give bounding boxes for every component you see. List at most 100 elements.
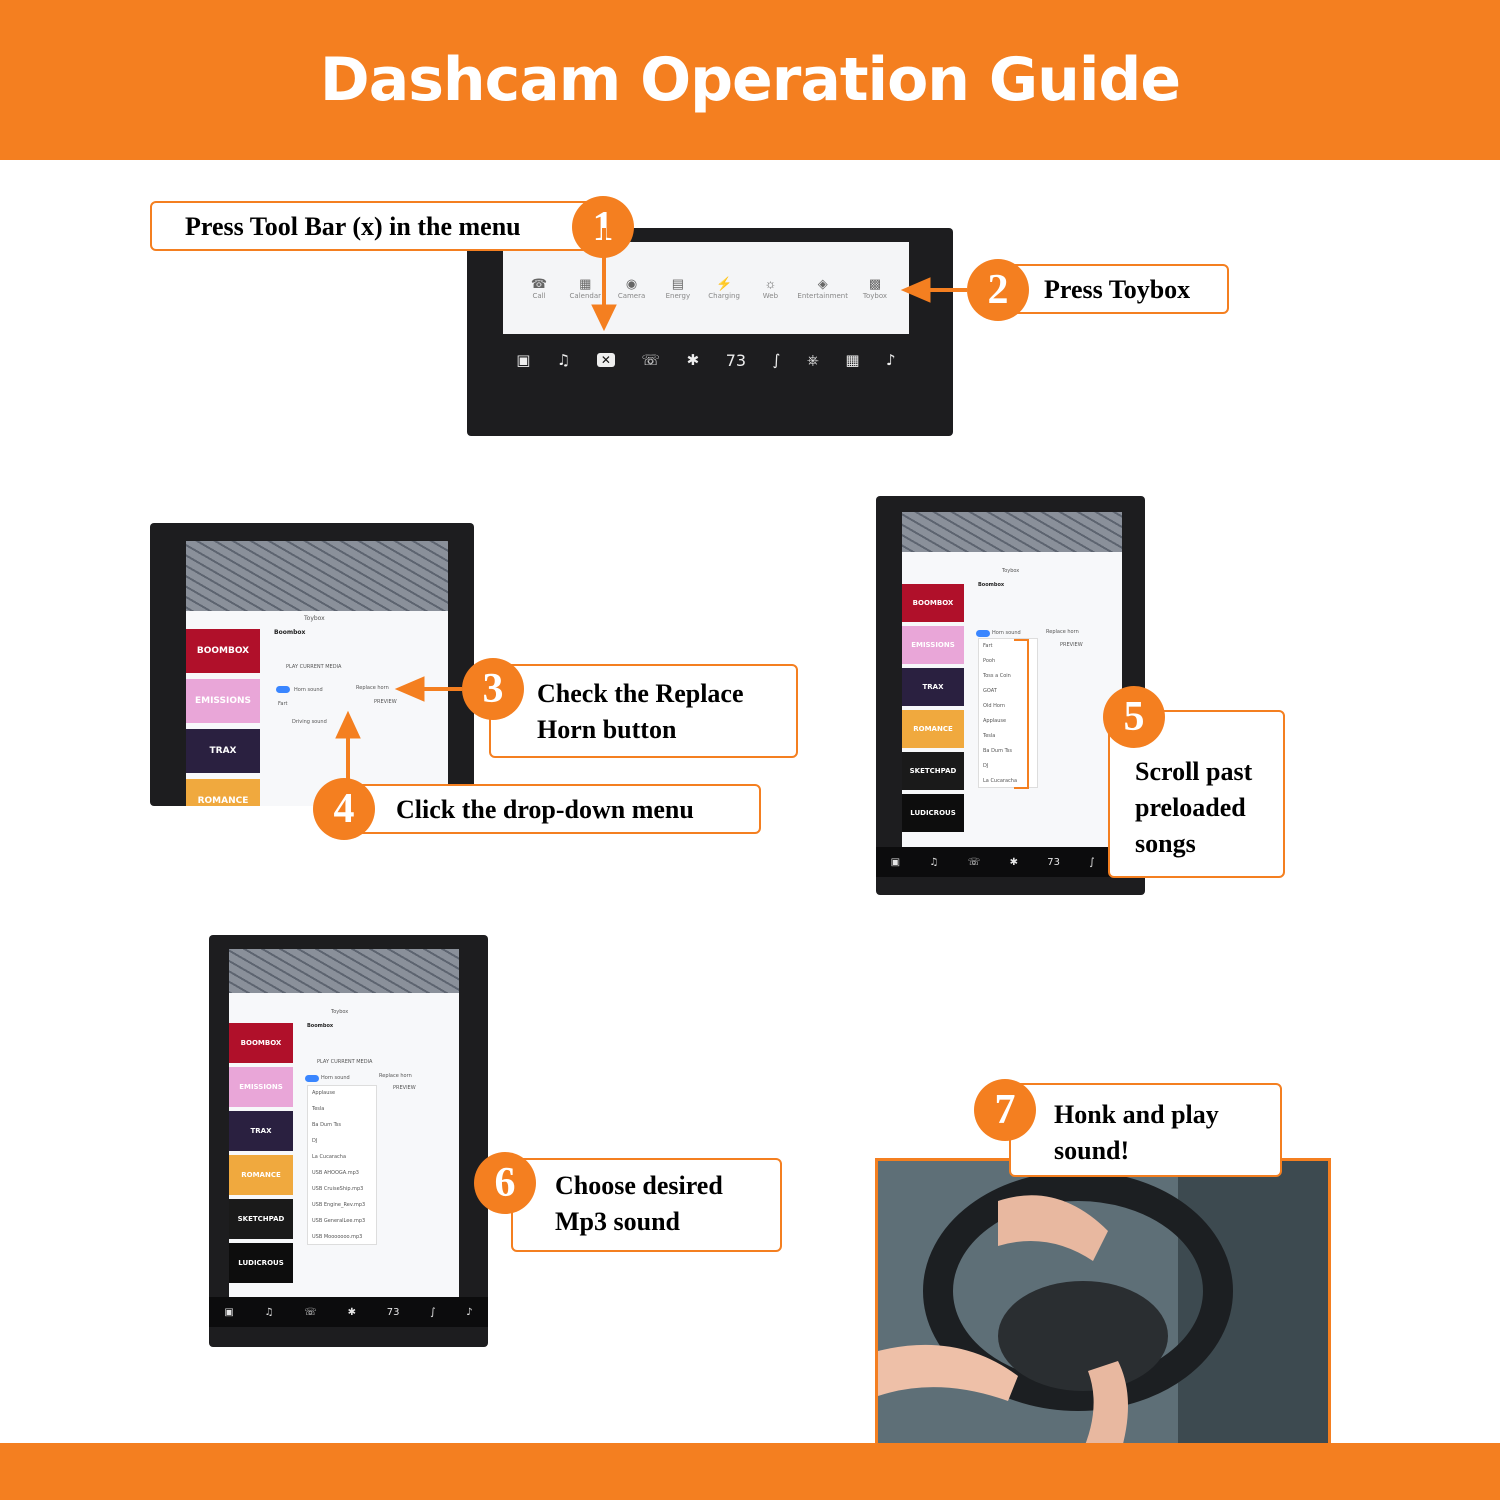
tile-boombox[interactable]: BOOMBOX: [902, 584, 964, 622]
music-icon[interactable]: ♫: [929, 856, 939, 868]
volume-icon[interactable]: ♪: [886, 351, 896, 369]
temperature-readout[interactable]: 73: [386, 1306, 400, 1318]
step-5-line-2: preloaded: [1135, 793, 1246, 822]
song-item[interactable]: USB GeneralLee.mp3: [312, 1218, 366, 1224]
seat-heat-icon[interactable]: ∫: [1089, 856, 1095, 868]
step-6-badge: 6: [474, 1152, 536, 1214]
horn-sound-toggle[interactable]: [276, 686, 290, 693]
usb-song-list[interactable]: Applause Tesla Ba Dum Tss DJ La Cucarach…: [307, 1085, 377, 1245]
toybox-display-c: Toybox Boombox PLAY CURRENT MEDIA Horn s…: [229, 949, 459, 1305]
song-item[interactable]: Ba Dum Tss: [983, 748, 1012, 754]
car-icon[interactable]: ▣: [224, 1306, 234, 1318]
phone-icon[interactable]: ☏: [641, 351, 661, 369]
horn-sound-toggle[interactable]: [976, 630, 990, 637]
tile-ludicrous[interactable]: LUDICROUS: [229, 1243, 293, 1283]
toybox-title: Toybox: [331, 1009, 349, 1015]
play-current-media-button[interactable]: PLAY CURRENT MEDIA: [317, 1059, 373, 1065]
song-item[interactable]: USB AHOOGA.mp3: [312, 1170, 359, 1176]
app-call[interactable]: ☎Call: [530, 276, 548, 300]
song-item[interactable]: Toss a Coin: [983, 673, 1011, 679]
preloaded-song-list[interactable]: Fart Pooh Toss a Coin GOAT Old Horn Appl…: [978, 638, 1038, 788]
song-item[interactable]: Tesla: [983, 733, 996, 739]
app-camera[interactable]: ◉Camera: [617, 276, 646, 300]
app-web[interactable]: ☼Web: [762, 276, 779, 300]
tile-romance[interactable]: ROMANCE: [186, 779, 260, 806]
tile-emissions[interactable]: EMISSIONS: [902, 626, 964, 664]
song-item[interactable]: Fart: [983, 643, 993, 649]
step-1-callout: Press Tool Bar (x) in the menu: [150, 201, 598, 251]
song-item[interactable]: USB CruiseShip.mp3: [312, 1186, 364, 1192]
step-3-callout: Check the Replace Horn button: [489, 664, 798, 758]
song-item[interactable]: DJ: [983, 763, 989, 769]
sound-dropdown[interactable]: Fart: [278, 701, 288, 707]
music-icon[interactable]: ♫: [556, 351, 571, 369]
dock-bar: ▣ ♫ ☏ ✱ 73 ∫ ♪: [876, 847, 1145, 877]
song-item[interactable]: DJ: [312, 1138, 318, 1144]
tile-trax[interactable]: TRAX: [186, 729, 260, 773]
horn-sound-label: Horn sound: [992, 630, 1021, 636]
step-3-line-1: Check the Replace: [537, 679, 744, 708]
song-item[interactable]: Applause: [312, 1090, 336, 1096]
app-charging[interactable]: ⚡Charging: [708, 276, 740, 300]
app-entertainment[interactable]: ◈Entertainment: [797, 276, 848, 300]
fan-icon[interactable]: ✱: [686, 351, 700, 369]
tile-emissions[interactable]: EMISSIONS: [186, 679, 260, 723]
app-calendar[interactable]: ▦Calendar: [569, 276, 602, 300]
defrost-front-icon[interactable]: ⎈: [806, 351, 819, 369]
temperature-readout[interactable]: 73: [725, 350, 747, 370]
toolbar-display: ☎Call ▦Calendar ◉Camera ▤Energy ⚡Chargin…: [503, 242, 909, 334]
song-item[interactable]: Ba Dum Tss: [312, 1122, 341, 1128]
song-item[interactable]: Tesla: [312, 1106, 325, 1112]
tile-boombox[interactable]: BOOMBOX: [229, 1023, 293, 1063]
fan-icon[interactable]: ✱: [347, 1306, 356, 1318]
phone-icon[interactable]: ☏: [967, 856, 981, 868]
fan-icon[interactable]: ✱: [1009, 856, 1018, 868]
tile-emissions[interactable]: EMISSIONS: [229, 1067, 293, 1107]
app-toybox[interactable]: ▩Toybox: [862, 276, 888, 300]
step-4-callout: Click the drop-down menu: [340, 784, 761, 834]
music-icon[interactable]: ♫: [264, 1306, 274, 1318]
tile-trax[interactable]: TRAX: [902, 668, 964, 706]
preview-button[interactable]: PREVIEW: [1060, 642, 1083, 648]
dock-bar: ▣ ♫ ✕ ☏ ✱ 73 ∫ ⎈ ▦ ♪: [503, 340, 909, 380]
song-item[interactable]: Old Horn: [983, 703, 1006, 709]
song-item[interactable]: La Cucaracha: [312, 1154, 347, 1160]
step-5-badge: 5: [1103, 686, 1165, 748]
replace-horn-label[interactable]: Replace horn: [379, 1073, 412, 1079]
song-item[interactable]: USB Engine_Rev.mp3: [312, 1202, 366, 1208]
seat-heat-icon[interactable]: ∫: [430, 1306, 436, 1318]
horn-sound-label: Horn sound: [321, 1075, 350, 1081]
preview-button[interactable]: PREVIEW: [393, 1085, 416, 1091]
tile-boombox[interactable]: BOOMBOX: [186, 629, 260, 673]
toybox-title: Toybox: [304, 615, 325, 622]
horn-sound-toggle[interactable]: [305, 1075, 319, 1082]
tile-sketchpad[interactable]: SKETCHPAD: [229, 1199, 293, 1239]
horn-sound-label: Horn sound: [294, 687, 323, 693]
song-item[interactable]: USB Mooooooo.mp3: [312, 1234, 363, 1240]
preview-button[interactable]: PREVIEW: [374, 699, 397, 705]
temperature-readout[interactable]: 73: [1047, 856, 1061, 868]
tile-romance[interactable]: ROMANCE: [902, 710, 964, 748]
car-icon[interactable]: ▣: [516, 351, 531, 369]
song-item[interactable]: GOAT: [983, 688, 997, 694]
song-item[interactable]: Pooh: [983, 658, 996, 664]
volume-icon[interactable]: ♪: [466, 1306, 473, 1318]
phone-icon[interactable]: ☏: [304, 1306, 317, 1318]
replace-horn-label[interactable]: Replace horn: [356, 685, 389, 691]
step-4-text: Click the drop-down menu: [396, 795, 694, 824]
tile-ludicrous[interactable]: LUDICROUS: [902, 794, 964, 832]
step-2-callout: Press Toybox: [990, 264, 1229, 314]
toybox-display-b: Toybox Boombox Horn sound Replace horn P…: [902, 512, 1122, 848]
play-current-media-button[interactable]: PLAY CURRENT MEDIA: [286, 664, 342, 670]
close-icon[interactable]: ✕: [596, 353, 615, 367]
car-icon[interactable]: ▣: [890, 856, 901, 868]
app-energy[interactable]: ▤Energy: [665, 276, 691, 300]
song-item[interactable]: Applause: [983, 718, 1007, 724]
seat-heat-icon[interactable]: ∫: [772, 351, 781, 369]
replace-horn-label[interactable]: Replace horn: [1046, 629, 1079, 635]
tile-trax[interactable]: TRAX: [229, 1111, 293, 1151]
defrost-rear-icon[interactable]: ▦: [845, 351, 860, 369]
song-item[interactable]: La Cucaracha: [983, 778, 1018, 784]
tile-sketchpad[interactable]: SKETCHPAD: [902, 752, 964, 790]
tile-romance[interactable]: ROMANCE: [229, 1155, 293, 1195]
